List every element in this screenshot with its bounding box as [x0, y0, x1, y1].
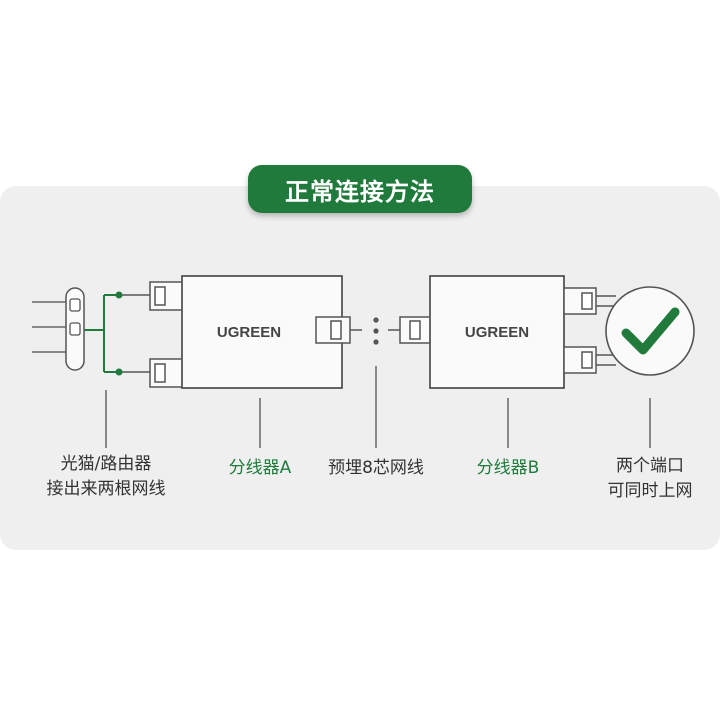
- connector-dot-bottom: [115, 368, 123, 376]
- result-label-line2: 可同时上网: [607, 481, 693, 501]
- splitter-b-body: [429, 275, 565, 389]
- cable-ellipsis: [373, 317, 379, 345]
- splitter-b-label: 分线器B: [476, 458, 540, 478]
- connector-dot-top: [115, 291, 123, 299]
- wall-socket: [32, 287, 85, 371]
- splitter-b-left-plug: [388, 316, 435, 344]
- splitter-b-right-plugs: [563, 287, 616, 374]
- result-label-line1: 两个端口: [616, 456, 684, 476]
- source-label-line1: 光猫/路由器: [60, 454, 152, 474]
- page-title: 正常连接方法: [248, 165, 472, 213]
- check-mark-icon: [621, 307, 680, 355]
- source-label: 光猫/路由器 接出来两根网线: [36, 452, 176, 502]
- result-circle: [605, 286, 695, 376]
- splitter-a-label: 分线器A: [228, 458, 292, 478]
- source-label-line2: 接出来两根网线: [46, 479, 166, 499]
- diagram-panel: [0, 186, 720, 550]
- splitter-b-brand: UGREEN: [465, 324, 529, 341]
- cable-label: 预埋8芯网线: [328, 458, 424, 478]
- result-label: 两个端口 可同时上网: [590, 454, 710, 504]
- splitter-a-right-plug: [315, 316, 362, 344]
- splitter-a-brand: UGREEN: [217, 324, 281, 341]
- source-connection-lines: [84, 294, 118, 373]
- splitter-a-left-plugs: [122, 281, 185, 388]
- leader-lines: [105, 366, 651, 448]
